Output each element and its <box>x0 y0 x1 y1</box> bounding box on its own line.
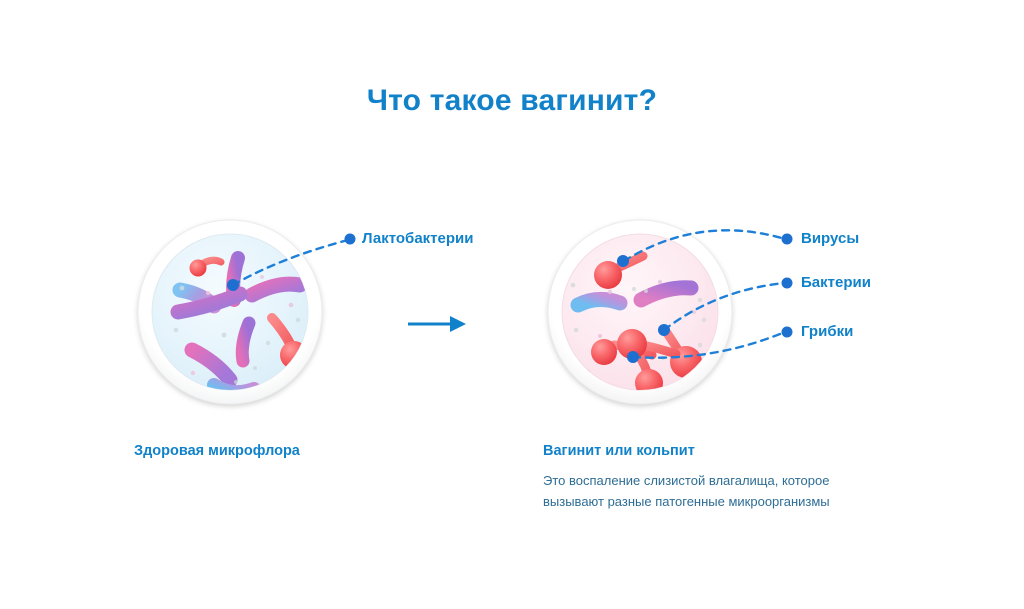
organism-rod-purple <box>633 280 699 308</box>
organism-rod-blue <box>570 292 628 313</box>
organism-fungus-network <box>591 329 681 390</box>
dish-rim-outline-right <box>547 219 733 405</box>
panel-description-vaginitis: Это воспаление слизистой влагалища, кото… <box>543 473 830 509</box>
organism-rod <box>184 342 238 388</box>
callout-anchor-bacteria <box>658 324 670 336</box>
callout-label-viruses: Вирусы <box>801 230 860 247</box>
callout-label-lactobacteria: Лактобактерии <box>362 230 474 247</box>
arrow-right-icon <box>408 316 466 332</box>
callout-anchor-fungi <box>627 351 639 363</box>
callout-dot-bacteria <box>781 277 793 289</box>
callout-anchor-virus <box>617 255 629 267</box>
callout-dot-lacto <box>344 233 356 245</box>
callout-label-fungi: Грибки <box>801 323 854 340</box>
vaginitis-dish <box>547 219 733 405</box>
organism-rod <box>235 316 256 368</box>
organism-rod <box>244 276 308 303</box>
callout-line-lacto <box>227 233 356 291</box>
panel-caption-vaginitis: Вагинит или кольпит <box>543 443 695 459</box>
organism-rod <box>170 286 248 320</box>
organism-rod <box>207 378 261 390</box>
callout-line-virus <box>617 229 793 267</box>
panel-caption-healthy: Здоровая микрофлора <box>134 443 300 459</box>
pathogen-organisms <box>570 251 707 390</box>
healthy-organisms <box>170 251 308 390</box>
callout-dot-virus <box>781 233 793 245</box>
callout-anchor-lacto <box>227 279 239 291</box>
callout-line-bacteria <box>658 277 793 336</box>
page-title: Что такое вагинит? <box>366 84 658 117</box>
organism-red-bud <box>189 256 225 277</box>
dish-rim-outline-left <box>137 219 323 405</box>
callout-dot-fungi <box>781 326 793 338</box>
healthy-microflora-dish <box>137 219 323 405</box>
callout-label-bacteria: Бактерии <box>801 274 871 291</box>
callout-line-fungi <box>627 326 793 363</box>
organism-red-bud <box>594 251 648 289</box>
